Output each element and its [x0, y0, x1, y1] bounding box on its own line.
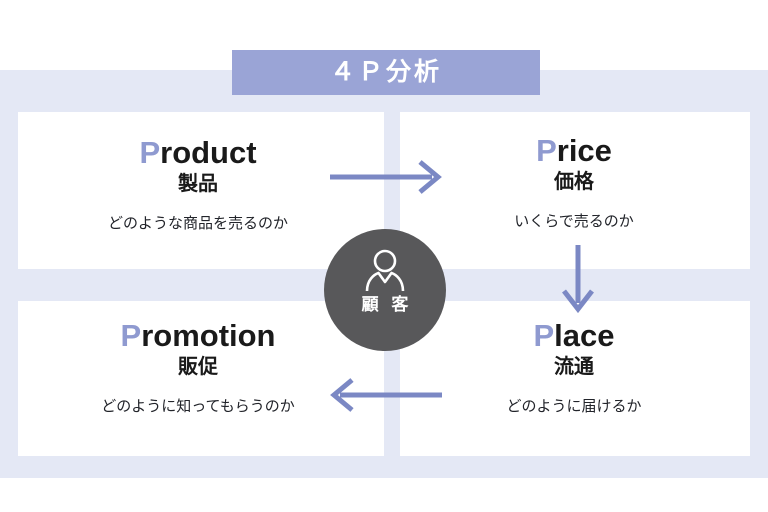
quadrant-price-heading: Price: [400, 133, 748, 169]
arrow-left-icon: [330, 378, 442, 412]
quadrant-price-content: Price 価格 いくらで売るのか: [400, 133, 750, 231]
quadrant-product-heading: Product: [18, 135, 378, 171]
accent-letter-p: P: [139, 135, 161, 170]
page-title: ４Ｐ分析: [329, 58, 442, 86]
heading-rest: lace: [554, 318, 615, 353]
quadrant-place-heading: Place: [400, 318, 748, 354]
quadrant-place[interactable]: Place 流通 どのように届けるか: [400, 301, 750, 456]
person-icon: [365, 249, 405, 291]
quadrant-place-content: Place 流通 どのように届けるか: [400, 318, 750, 416]
quadrant-price-caption: いくらで売るのか: [514, 212, 634, 230]
quadrant-promotion[interactable]: Promotion 販促 どのように知ってもらうのか: [18, 301, 384, 456]
arrow-right-icon: [330, 160, 442, 194]
arrow-product-to-price: [328, 156, 444, 198]
diagram-title-banner: ４Ｐ分析: [232, 50, 540, 95]
customer-center-badge: 顧 客: [324, 229, 446, 351]
quadrant-promotion-content: Promotion 販促 どのように知ってもらうのか: [18, 318, 384, 416]
quadrant-promotion-heading-ja: 販促: [178, 355, 218, 378]
arrow-down-icon: [562, 245, 594, 314]
heading-rest: romotion: [141, 318, 276, 353]
quadrant-product-content: Product 製品 どのような商品を売るのか: [18, 135, 384, 233]
accent-letter-p: P: [533, 318, 555, 353]
quadrant-place-caption: どのように届けるか: [506, 397, 642, 415]
heading-rest: roduct: [160, 135, 257, 170]
quadrant-price[interactable]: Price 価格 いくらで売るのか: [400, 112, 750, 269]
quadrant-promotion-heading: Promotion: [18, 318, 378, 354]
quadrant-product-caption: どのような商品を売るのか: [107, 214, 288, 232]
quadrant-price-heading-ja: 価格: [554, 170, 594, 193]
customer-label: 顧 客: [361, 295, 413, 314]
heading-rest: rice: [556, 133, 612, 168]
quadrant-place-heading-ja: 流通: [554, 355, 594, 378]
arrow-place-to-promotion: [328, 374, 444, 416]
arrow-price-to-place: [556, 243, 600, 315]
quadrant-product[interactable]: Product 製品 どのような商品を売るのか: [18, 112, 384, 269]
accent-letter-p: P: [536, 133, 557, 168]
quadrant-promotion-caption: どのように知ってもらうのか: [101, 397, 295, 415]
quadrant-product-heading-ja: 製品: [178, 172, 218, 195]
accent-letter-p: P: [120, 318, 142, 353]
